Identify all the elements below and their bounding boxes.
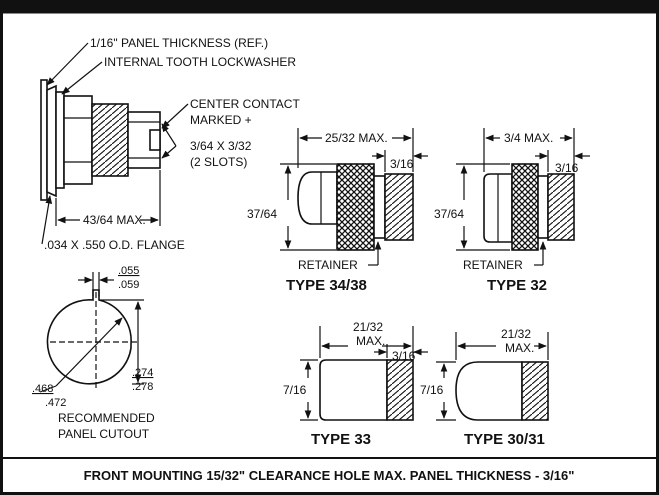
type-32-drawing: 3/4 MAX. 3/16 37/64 RETAINER TYPE 32 [434, 128, 590, 294]
cutout-outline [46, 289, 132, 385]
label-34-retainer: RETAINER [298, 258, 358, 272]
label-flange: .034 X .550 O.D. FLANGE [44, 238, 185, 252]
label-key-width-max: .059 [118, 279, 139, 291]
label-32-thread: 3/16 [555, 161, 579, 175]
type-30-31-drawing: 21/32 MAX. 7/16 TYPE 30/31 [420, 327, 549, 448]
label-marked-plus: MARKED + [190, 113, 252, 127]
knurled-cap [336, 163, 375, 251]
thread [386, 359, 414, 421]
label-key-width-min: .055 [118, 265, 139, 277]
label-34-length: 25/32 MAX. [325, 131, 388, 145]
threaded-body [91, 103, 129, 177]
type-33-drawing: 21/32 MAX. 3/16 7/16 TYPE 33 [283, 320, 428, 448]
label-flat-min: .274 [132, 367, 153, 379]
title-type-30-31: TYPE 30/31 [464, 431, 545, 448]
cylinder-lens [319, 359, 388, 421]
title-type-32: TYPE 32 [487, 277, 547, 294]
label-panel-cutout: PANEL CUTOUT [58, 427, 150, 441]
label-32-length: 3/4 MAX. [504, 131, 553, 145]
label-33-height: 7/16 [283, 383, 307, 397]
label-slots-size: 3/64 X 3/32 [190, 139, 252, 153]
label-33-length: 21/32 [353, 320, 383, 334]
label-34-thread: 3/16 [390, 157, 414, 171]
panel-cutout: .055 .059 .274 .278 .468 .472 RECOMMENDE… [32, 265, 155, 441]
title-type-33: TYPE 33 [311, 431, 371, 448]
label-30-length: 21/32 [501, 327, 531, 341]
knurled-cap [511, 163, 539, 251]
label-center-contact: CENTER CONTACT [190, 97, 300, 111]
label-panel-thickness: 1/16" PANEL THICKNESS (REF.) [90, 36, 268, 50]
side-view: 1/16" PANEL THICKNESS (REF.) INTERNAL TO… [40, 36, 300, 252]
label-slots-count: (2 SLOTS) [190, 155, 247, 169]
top-bar [1, 1, 658, 14]
label-flat-max: .278 [132, 381, 153, 393]
label-33-max: MAX. [356, 334, 385, 348]
label-32-height: 37/64 [434, 207, 464, 221]
label-30-max: MAX. [505, 341, 534, 355]
thread [547, 173, 575, 241]
flange [46, 84, 57, 198]
label-34-height: 37/64 [247, 207, 277, 221]
label-dia-min: .468 [32, 383, 53, 395]
hex-nut [63, 95, 93, 185]
thread [384, 173, 414, 241]
lockwasher [55, 91, 65, 189]
dome-lens [297, 171, 338, 225]
thread [521, 361, 549, 421]
label-dia-max: .472 [45, 397, 66, 409]
label-overall-length: 43/64 MAX. [83, 213, 146, 227]
center-contact [149, 129, 161, 151]
label-recommended: RECOMMENDED [58, 411, 155, 425]
round-lens [455, 361, 523, 421]
panel [40, 79, 48, 201]
footer-caption: FRONT MOUNTING 15/32" CLEARANCE HOLE MAX… [84, 468, 575, 483]
label-32-retainer: RETAINER [463, 258, 523, 272]
label-33-thread: 3/16 [392, 349, 416, 363]
title-type-34-38: TYPE 34/38 [286, 277, 367, 294]
type-34-38-drawing: 25/32 MAX. 3/16 37/64 RETAINER TYPE 34/3… [247, 128, 428, 294]
label-lockwasher: INTERNAL TOOTH LOCKWASHER [104, 55, 296, 69]
label-30-height: 7/16 [420, 383, 444, 397]
